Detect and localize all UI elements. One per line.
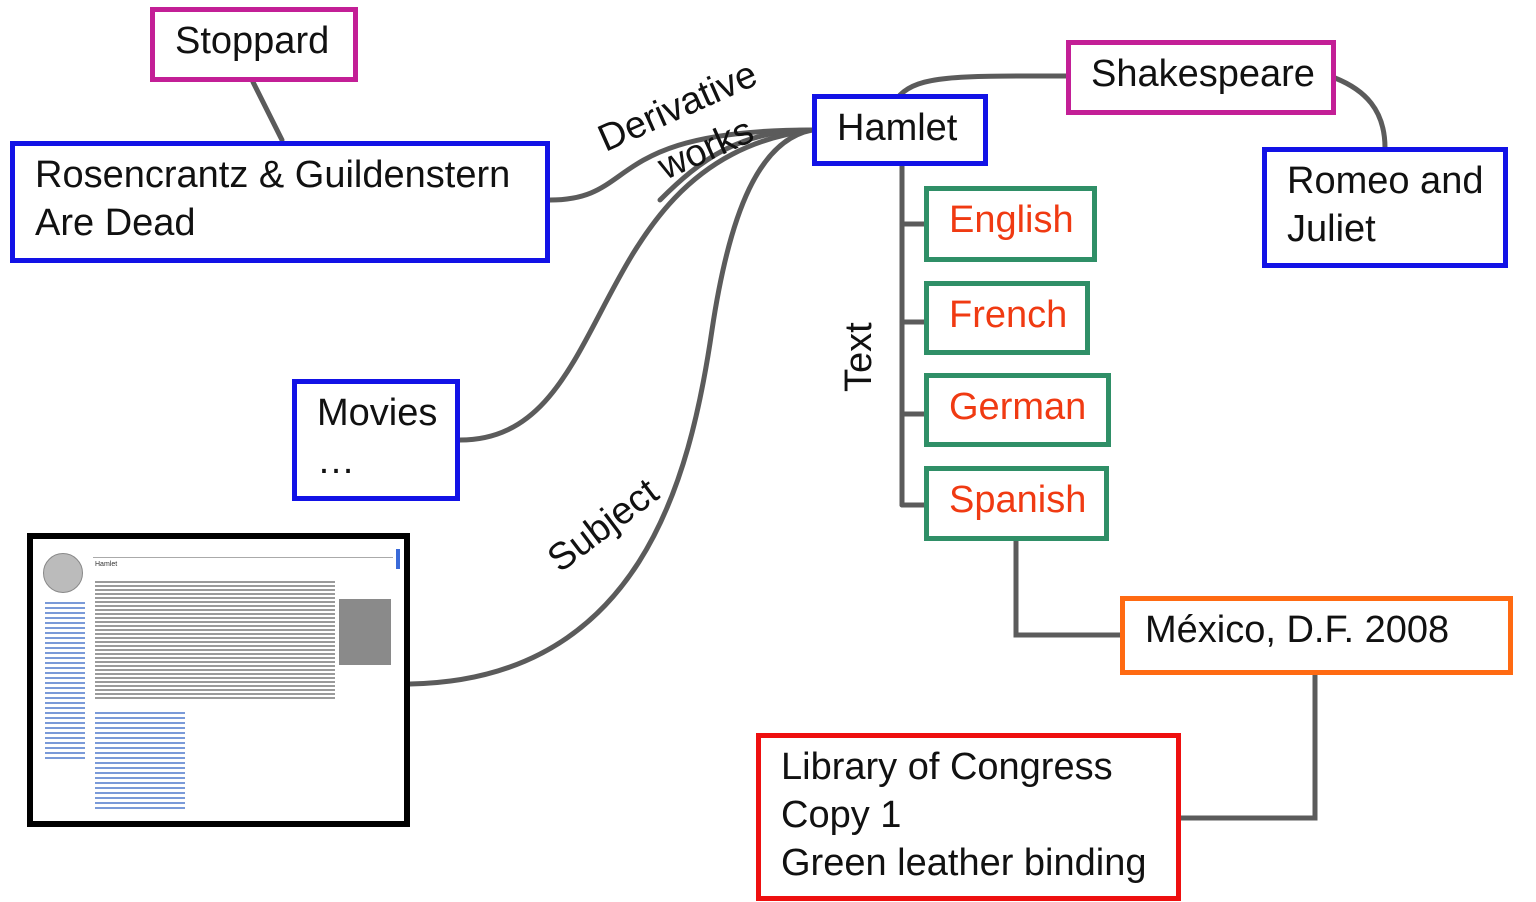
- node-rosencrantz-line-1: Rosencrantz & Guildenstern: [35, 154, 511, 196]
- node-library-copy: Library of Congress Copy 1 Green leather…: [756, 733, 1181, 901]
- wikipedia-globe-icon: [43, 553, 83, 593]
- thumbnail-photo: [339, 599, 391, 665]
- node-romeo-and-juliet: Romeo and Juliet: [1262, 147, 1508, 268]
- node-rosencrantz: Rosencrantz & Guildenstern Are Dead: [10, 141, 550, 263]
- connector-mexico-library: [1177, 672, 1318, 821]
- node-shakespeare: Shakespeare: [1066, 40, 1336, 115]
- node-library-line-2: Copy 1: [781, 793, 902, 836]
- node-french: French: [924, 281, 1090, 355]
- thumbnail-sidebar: [45, 599, 85, 762]
- node-shakespeare-label: Shakespeare: [1091, 53, 1315, 95]
- node-german: German: [924, 373, 1111, 447]
- node-english: English: [924, 186, 1097, 262]
- node-romeo-line-1: Romeo and: [1287, 160, 1484, 202]
- thumbnail-article-text: [95, 579, 335, 701]
- node-mexico-label: México, D.F. 2008: [1145, 609, 1450, 651]
- connector-shakespeare-romeo: [1332, 75, 1388, 151]
- node-german-label: German: [949, 386, 1087, 428]
- edge-label-text: Text: [838, 322, 880, 392]
- wikipedia-screenshot-thumbnail: Hamlet: [27, 533, 410, 827]
- connector-movies-hamlet: [457, 127, 815, 443]
- node-stoppard: Stoppard: [150, 7, 358, 82]
- thumbnail-contents: [95, 709, 185, 812]
- connector-stoppard-rosencrantz: [250, 79, 285, 143]
- node-spanish-label: Spanish: [949, 479, 1087, 521]
- node-movies-line-1: Movies: [317, 392, 438, 434]
- node-stoppard-label: Stoppard: [175, 20, 330, 62]
- thumbnail-page-title: Hamlet: [95, 561, 118, 568]
- node-hamlet: Hamlet: [812, 94, 988, 166]
- connector-thumbnail-hamlet: [407, 127, 815, 687]
- connector-works-hamlet: [657, 127, 815, 203]
- connector-hamlet-shakespeare: [897, 73, 1071, 98]
- connector-rosencrantz-hamlet: [547, 127, 815, 203]
- node-movies-line-2: …: [317, 439, 355, 482]
- node-movies: Movies …: [292, 379, 460, 501]
- node-romeo-line-2: Juliet: [1287, 207, 1376, 250]
- node-spanish: Spanish: [924, 466, 1109, 541]
- node-english-label: English: [949, 199, 1074, 241]
- node-mexico: México, D.F. 2008: [1120, 596, 1513, 675]
- node-library-line-1: Library of Congress: [781, 746, 1113, 788]
- thumbnail-scrollbar: [396, 549, 400, 569]
- node-rosencrantz-line-2: Are Dead: [35, 201, 196, 244]
- thumbnail-tab-bar: [93, 547, 393, 558]
- connector-spanish-mexico: [1013, 537, 1125, 638]
- node-french-label: French: [949, 294, 1068, 336]
- node-library-line-3: Green leather binding: [781, 841, 1147, 884]
- node-hamlet-label: Hamlet: [837, 107, 958, 149]
